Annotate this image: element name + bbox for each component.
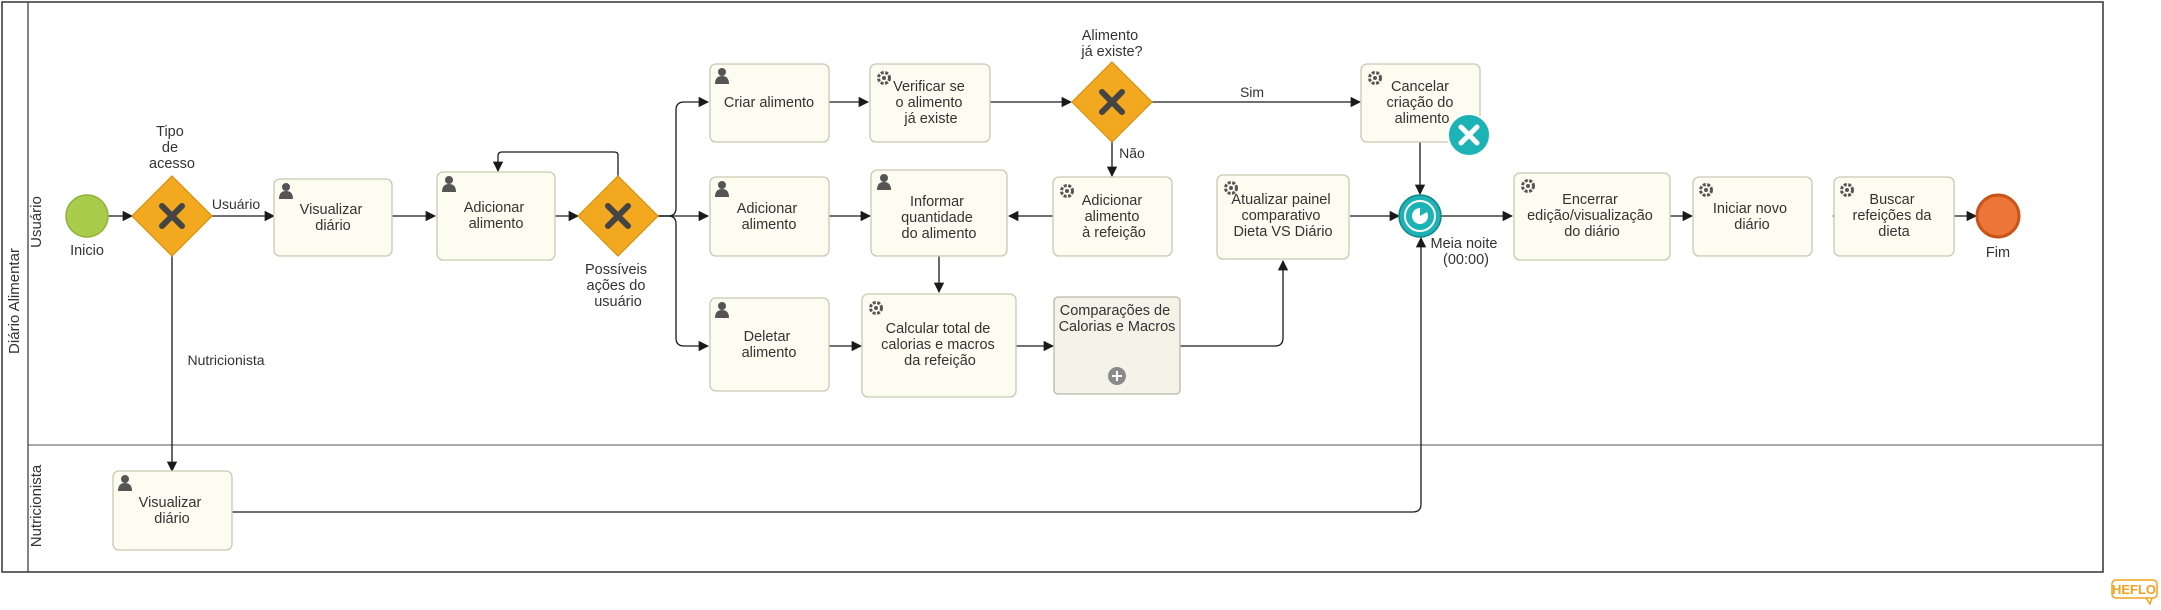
timer-label: Meia noite (00:00) (1431, 236, 1502, 268)
lane-usuario: Usuário (28, 196, 45, 248)
task-adicionar-refeicao[interactable]: Adicionar alimento à refeição (1052, 176, 1173, 257)
task-cancelar-criacao[interactable]: Cancelar criação do alimento (1360, 63, 1491, 157)
gateway-exists-label: Alimento já existe? (1080, 28, 1142, 60)
gateway-access-label: Tipo de acesso (149, 124, 195, 172)
start-label: Inicio (70, 243, 104, 259)
task-adicionar-alimento[interactable]: Adicionar alimento (436, 171, 556, 261)
expand-subprocess-icon[interactable] (1108, 367, 1126, 385)
task-label: Deletar alimento (742, 329, 797, 361)
close-icon (1458, 124, 1480, 146)
task-label: Adicionar alimento à refeição (1082, 193, 1146, 241)
end-event: Fim (1975, 193, 2021, 261)
pool-title: Diário Alimentar (6, 248, 23, 354)
end-label: Fim (1986, 245, 2010, 261)
task-visualizar-diario-nutricionista[interactable]: Visualizar diário (112, 470, 233, 551)
task-label: Adicionar alimento (464, 200, 528, 232)
task-label: Encerrar edição/visualização do diário (1527, 192, 1657, 240)
task-buscar-refeicoes[interactable]: Buscar refeições da dieta (1833, 176, 1955, 257)
flow-label-nutricionista: Nutricionista (187, 352, 264, 368)
lane-nutricionista: Nutricionista (28, 464, 45, 547)
task-label: Verificar se o alimento já existe (893, 79, 969, 127)
task-atualizar-painel[interactable]: Atualizar painel comparativo Dieta VS Di… (1216, 174, 1350, 260)
start-event: Inicio (65, 194, 109, 259)
timer-event: Meia noite (00:00) (1398, 194, 1502, 268)
task-verificar-alimento[interactable]: Verificar se o alimento já existe (869, 63, 991, 143)
task-iniciar-novo-diario[interactable]: Iniciar novo diário (1692, 176, 1813, 257)
gateway-access: Tipo de acesso (131, 124, 213, 257)
gateway-actions: Possíveis ações do usuário (577, 175, 659, 310)
task-encerrar[interactable]: Encerrar edição/visualização do diário (1513, 172, 1671, 261)
pool: Diário Alimentar Usuário Nutricionista (1, 1, 2104, 573)
task-label: Calcular total de calorias e macros da r… (881, 321, 999, 369)
task-adicionar-alimento-2[interactable]: Adicionar alimento (709, 176, 830, 257)
heflo-logo: HEFLO (2111, 579, 2158, 606)
task-label: Criar alimento (724, 95, 814, 111)
subprocess-comparacoes[interactable]: Comparações de Calorias e Macros (1053, 296, 1181, 395)
task-informar-quantidade[interactable]: Informar quantidade do alimento (870, 169, 1008, 257)
task-label: Cancelar criação do alimento (1387, 79, 1458, 127)
task-visualizar-diario[interactable]: Visualizar diário (273, 178, 393, 257)
sequence-flows (104, 96, 1978, 513)
flow-label-nao: Não (1119, 145, 1145, 161)
task-label: Informar quantidade do alimento (901, 194, 977, 242)
task-label: Comparações de Calorias e Macros (1059, 303, 1176, 335)
cancel-boundary-event (1447, 113, 1491, 157)
task-label: Buscar refeições da dieta (1852, 192, 1935, 240)
task-label: Adicionar alimento (737, 201, 801, 233)
task-label: Iniciar novo diário (1713, 201, 1791, 233)
brand-text: HEFLO (2112, 582, 2156, 597)
task-deletar-alimento[interactable]: Deletar alimento (709, 297, 830, 392)
flow-label-usuario: Usuário (212, 196, 260, 212)
gateway-exists: Alimento já existe? (1071, 28, 1153, 143)
gateway-actions-label: Possíveis ações do usuário (585, 262, 651, 310)
task-label: Atualizar painel comparativo Dieta VS Di… (1231, 192, 1334, 240)
task-label: Visualizar diário (139, 495, 206, 527)
task-calcular-total[interactable]: Calcular total de calorias e macros da r… (861, 293, 1017, 398)
task-criar-alimento[interactable]: Criar alimento (709, 63, 830, 143)
task-label: Visualizar diário (300, 202, 367, 234)
flow-label-sim: Sim (1240, 84, 1264, 100)
